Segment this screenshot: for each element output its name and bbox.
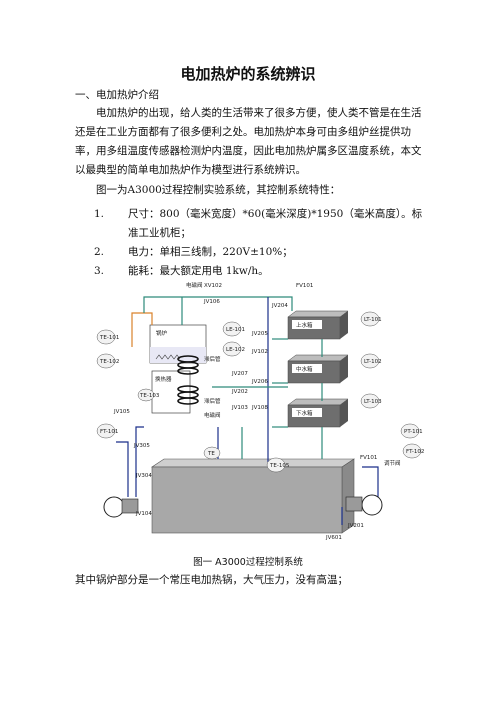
coil-label: 滞后管 [204,355,221,363]
valve-label: JV305 [133,443,150,449]
instrument-label: TE [207,451,215,457]
instrument-label: TE-102 [99,359,119,365]
instrument-label: LT-103 [364,399,382,405]
pump-icon [103,496,139,518]
solenoid-label: 电磁阀 [204,411,221,419]
boiler-label: 锅炉 [156,329,168,337]
heater-icon [155,354,181,360]
valve-label: JV601 [325,535,342,541]
list-number: 3. [94,265,105,277]
middle-tank-label: 中水箱 [296,365,313,373]
valve-label: JV102 [251,349,268,355]
valve-label: JV106 [203,299,220,305]
process-diagram: 锅炉 换热器 滞后管 滞后管 上水箱 中水箱 下水箱 [96,281,424,541]
heat-exchanger-label: 换热器 [155,375,172,383]
pipes [116,296,379,525]
regulating-valve-label: 调节阀 [384,459,401,467]
intro-paragraph: 电加热炉的出现，给人类的生活带来了很多方便，使人类不管是在生活还是在工业方面都有… [75,107,422,176]
valve-label: JV304 [135,473,152,479]
list-text: 电力：单相三线制，220V±10%； [128,246,293,258]
instrument-icons [96,311,422,473]
water-tank-side [341,458,355,534]
valve-label: JV103 [231,405,248,411]
boiler-water [150,347,206,363]
valve-label: FV101 [296,283,313,289]
coil-icon [177,355,199,405]
valve-label: JV202 [231,389,248,395]
valve-label: JV104 [135,511,152,517]
valve-label: JV108 [251,405,268,411]
instrument-label: LE-101 [226,327,245,333]
instrument-label: FT-101 [100,429,118,435]
system-paragraph: 图一为A3000过程控制实验系统，其控制系统特性： [96,184,341,196]
instrument-label: LT-102 [364,359,382,365]
valve-label: FV101 [360,455,377,461]
instrument-label: LE-102 [226,347,245,353]
upper-tank-label: 上水箱 [296,321,313,329]
instrument-label: PT-101 [404,429,423,435]
upper-tank: 上水箱 [287,310,349,340]
instrument-label: TE-103 [139,393,160,399]
list-number: 2. [94,246,105,258]
closing-text: 其中锅炉部分是一个常压电加热锅，大气压力，没有高温； [75,574,348,586]
instrument-label: TE-105 [269,463,290,469]
middle-tank: 中水箱 [287,354,349,384]
lower-tank-label: 下水箱 [296,409,313,417]
instrument-label: FT-102 [406,449,424,455]
valve-label: JV204 [271,303,288,309]
valve-label: JV205 [251,331,268,337]
figure-caption: 图一 A3000过程控制系统 [193,557,303,568]
document-title: 电加热炉的系统辨识 [180,65,316,83]
valve-label: JV201 [347,523,364,529]
valve-label: JV206 [251,379,268,385]
lower-tank: 下水箱 [287,398,349,428]
instrument-label: LT-101 [364,317,382,323]
pump-icon [345,494,383,516]
list-text: 能耗：最大额定用电 1kw/h。 [128,265,269,277]
water-tank-top [151,458,355,468]
section-heading: 一、电加热炉介绍 [75,89,159,101]
solenoid-label: 电磁阀 [186,281,203,289]
valve-label: JV105 [113,409,130,415]
instrument-label: TE-101 [99,335,119,341]
list-text: 尺寸：800（毫米宽度）*60(毫米深度)*1950（毫米高度）。标准工业机柜； [128,208,423,239]
list-number: 1. [94,208,105,220]
valve-label: JV207 [231,371,248,377]
water-tank [151,466,343,534]
coil-label: 滞后管 [204,397,221,405]
valve-label: XV102 [204,283,222,289]
